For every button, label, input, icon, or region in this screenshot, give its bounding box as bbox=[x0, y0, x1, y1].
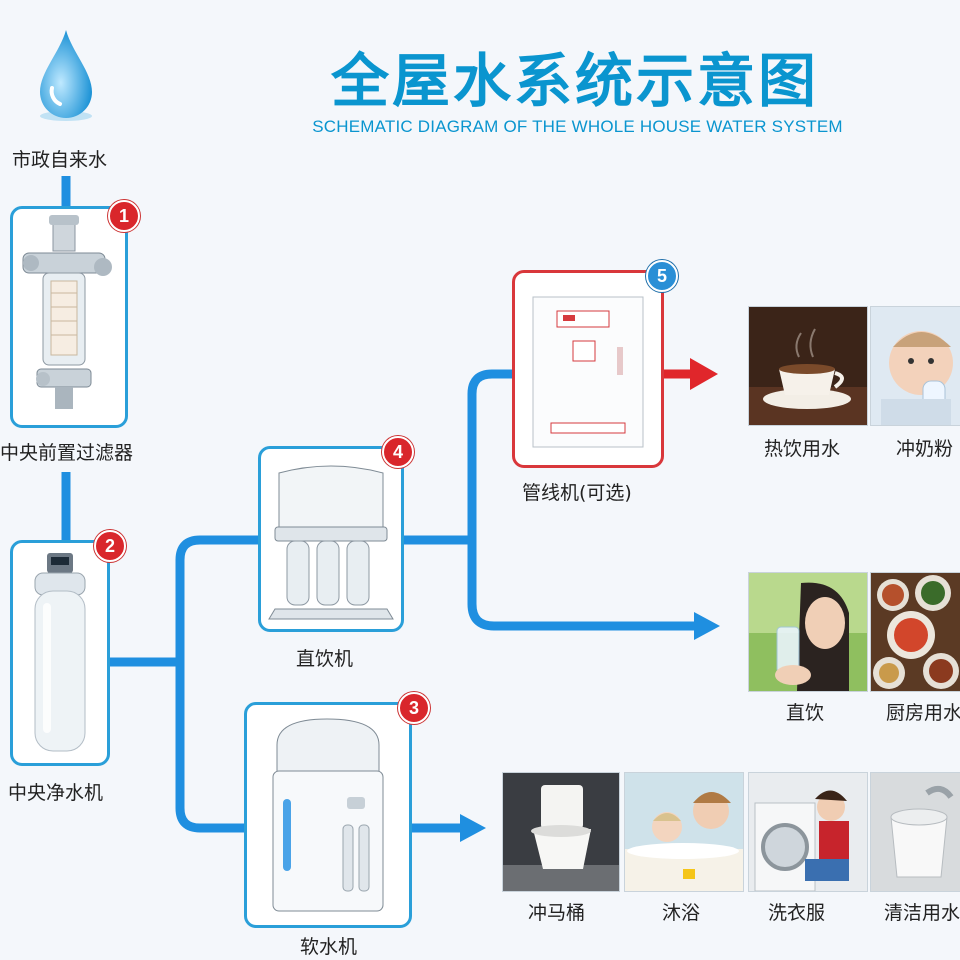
coffee-photo bbox=[748, 306, 868, 426]
cleaning-photo bbox=[870, 772, 960, 892]
drinking-photo bbox=[748, 572, 868, 692]
page-subtitle: SCHEMATIC DIAGRAM OF THE WHOLE HOUSE WAT… bbox=[312, 117, 843, 136]
use-bath-label: 沐浴 bbox=[662, 902, 701, 924]
page-title: 全屋水系统示意图 bbox=[330, 47, 819, 115]
pipe-branch-drinker bbox=[467, 369, 695, 631]
laundry-photo bbox=[748, 772, 868, 892]
source-label: 市政自来水 bbox=[12, 149, 108, 171]
pipe-branch-main bbox=[175, 535, 262, 833]
use-kitchen-label: 厨房用水 bbox=[886, 702, 960, 724]
central-purifier-icon bbox=[34, 553, 86, 752]
softener-icon bbox=[272, 718, 384, 912]
softener-label: 软水机 bbox=[300, 936, 358, 958]
central-purifier-card[interactable] bbox=[10, 540, 110, 766]
front-filter-card[interactable] bbox=[10, 206, 128, 428]
central-purifier-label: 中央净水机 bbox=[8, 782, 104, 804]
use-laundry-label: 洗衣服 bbox=[768, 902, 826, 924]
use-baby-formula-label: 冲奶粉 bbox=[896, 438, 954, 460]
use-hot-drink-label: 热饮用水 bbox=[764, 438, 841, 460]
kitchen-food-photo bbox=[870, 572, 960, 692]
front-filter-icon bbox=[22, 215, 112, 409]
baby-photo bbox=[870, 306, 960, 426]
badge-3: 3 bbox=[398, 692, 430, 724]
arrow-hot bbox=[690, 358, 718, 390]
badge-5: 5 bbox=[646, 260, 678, 292]
badge-4: 4 bbox=[382, 436, 414, 468]
direct-drinker-icon bbox=[268, 465, 394, 620]
toilet-photo bbox=[502, 772, 620, 892]
use-direct-drink-label: 直饮 bbox=[786, 702, 825, 724]
arrow-drink bbox=[694, 612, 720, 640]
pipeline-machine-icon bbox=[532, 296, 644, 448]
badge-1: 1 bbox=[108, 200, 140, 232]
badge-2: 2 bbox=[94, 530, 126, 562]
arrow-soft bbox=[460, 814, 486, 842]
direct-drinker-card[interactable] bbox=[258, 446, 404, 632]
direct-drinker-label: 直饮机 bbox=[296, 648, 354, 670]
front-filter-label: 中央前置过滤器 bbox=[0, 442, 134, 464]
bath-photo bbox=[624, 772, 744, 892]
softener-card[interactable] bbox=[244, 702, 412, 928]
water-drop-icon bbox=[30, 26, 102, 130]
pipeline-machine-label: 管线机(可选) bbox=[522, 482, 632, 504]
use-cleaning-label: 清洁用水 bbox=[884, 902, 960, 924]
pipeline-machine-card[interactable] bbox=[512, 270, 664, 468]
use-toilet-label: 冲马桶 bbox=[528, 902, 586, 924]
